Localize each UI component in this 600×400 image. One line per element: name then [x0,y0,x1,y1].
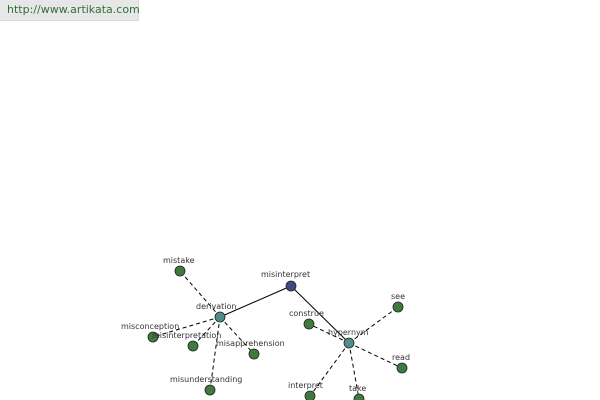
node-take[interactable]: take [349,384,366,400]
read-node-label: read [392,353,410,362]
edge-root-hypernym [290,285,350,344]
misapprehension-node-circle[interactable] [248,348,260,360]
construe-node-circle[interactable] [303,318,315,330]
site-url-link[interactable]: http://www.artikata.com [0,0,140,21]
misunderstanding-node-circle[interactable] [204,384,216,396]
hypernym-node-label: hypernym [328,328,369,337]
edge-hypernym-construe [308,323,350,344]
edge-derivation-misunderstanding [209,316,221,391]
edge-hypernym-interpret [309,342,350,397]
node-interpret[interactable]: interpret [288,381,323,400]
node-misconception[interactable]: misconception [121,322,179,343]
node-misinterpret[interactable]: misinterpret [261,270,310,292]
root-node-label: misinterpret [261,270,310,279]
mistake-node-label: mistake [163,256,195,265]
construe-node-label: construe [289,309,324,318]
derivation-node-circle[interactable] [214,311,226,323]
root-node-circle[interactable] [285,280,297,292]
edge-hypernym-read [348,342,403,369]
misconception-node-label: misconception [121,322,179,331]
node-misinterpretation[interactable]: misinterpretation [152,331,221,352]
interpret-node-label: interpret [288,381,323,390]
edge-derivation-misconception [152,316,221,338]
node-misapprehension[interactable]: misapprehension [216,339,285,360]
see-node-circle[interactable] [392,301,404,313]
node-see[interactable]: see [391,292,405,313]
mistake-node-circle[interactable] [174,265,186,277]
edge-derivation-mistake [179,270,221,318]
node-hypernym[interactable]: hypernym [328,328,369,349]
misconception-node-circle[interactable] [147,331,159,343]
edges [152,270,403,400]
edge-root-derivation [219,285,292,318]
see-node-label: see [391,292,405,301]
read-node-circle[interactable] [396,362,408,374]
node-read[interactable]: read [392,353,410,374]
interpret-node-circle[interactable] [304,390,316,400]
hypernym-node-circle[interactable] [343,337,355,349]
misapprehension-node-label: misapprehension [216,339,285,348]
node-mistake[interactable]: mistake [163,256,195,277]
misunderstanding-node-label: misunderstanding [170,375,242,384]
misinterpretation-node-label: misinterpretation [152,331,221,340]
take-node-circle[interactable] [353,393,365,400]
derivation-node-label: derivation [196,302,236,311]
edge-hypernym-take [348,342,360,400]
take-node-label: take [349,384,366,393]
node-misunderstanding[interactable]: misunderstanding [170,375,242,396]
edge-derivation-misapprehension [219,316,255,355]
misinterpretation-node-circle[interactable] [187,340,199,352]
node-derivation[interactable]: derivation [196,302,236,323]
node-construe[interactable]: construe [289,309,324,330]
edge-hypernym-see [348,306,399,344]
